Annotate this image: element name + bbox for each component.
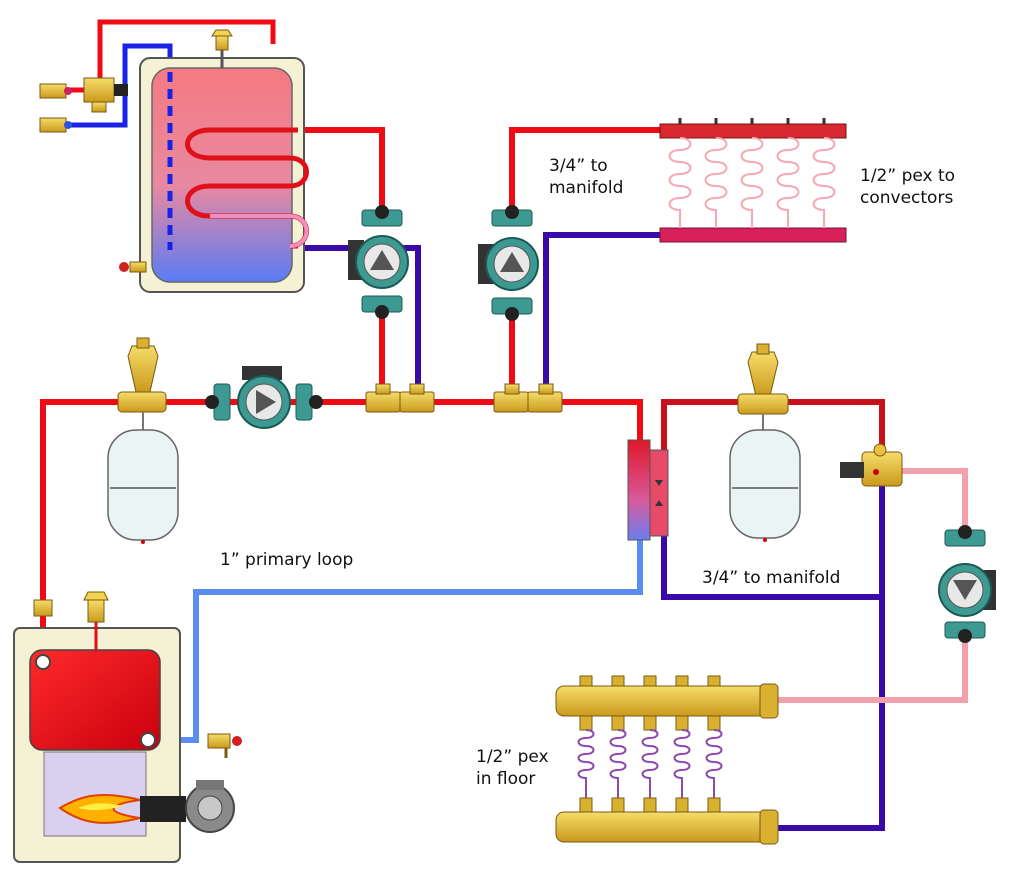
burner-icon [58,780,235,833]
heating-coil-lower [210,214,309,248]
radiant-return-from-manifold [774,597,885,831]
convector-zone-pump-icon [478,205,539,321]
coil-return-pipe [300,245,421,390]
radiant-mixing-valve-icon [840,443,903,487]
convector-return-pipe [543,232,660,390]
tank-drain-icon [119,261,147,273]
radiant-expansion-tank-icon [729,429,801,542]
dhw-mixing-valve-icon [83,77,128,113]
primary-loop-supply [40,399,643,608]
indirect-zone-pump-icon [348,205,409,319]
closely-spaced-tees-icon [365,383,563,413]
boiler-icon [13,622,181,863]
label-manifold-top: 3/4” to manifold [549,156,624,198]
label-manifold-bottom: 3/4” to manifold [702,568,841,588]
primary-isolation-valve-icon [33,599,53,617]
radiant-return-pipe [661,480,885,600]
radiant-manifold-icon [555,675,779,845]
heat-exchanger-icon [627,439,669,541]
label-convectors: 1/2” pex to convectors [860,166,956,208]
radiant-air-separator-icon [737,343,789,432]
dhw-cold-pipe [58,43,173,128]
label-pex-floor: 1/2” pex in floor [476,747,549,789]
boiler-relief-valve-icon [83,591,109,623]
label-primary-loop: 1” primary loop [220,550,354,570]
mixed-supply-pipe [774,468,968,703]
boiler-drain-valve-icon [207,733,242,758]
radiant-zone-pump-icon [938,525,996,643]
cold-inlet-fitting-icon [39,117,72,133]
convector-supply-pipe [509,127,660,210]
coil-supply-pipe [300,127,385,220]
water-heater-tank [151,67,293,283]
relief-valve-icon [211,29,233,68]
primary-air-separator-icon [117,337,167,430]
indirect-water-heater-icon [119,29,309,293]
hot-outlet-fitting-icon [39,83,72,99]
primary-expansion-tank-icon [107,429,179,544]
convector-icon [659,118,847,243]
primary-circulator-pump-icon [205,366,323,429]
